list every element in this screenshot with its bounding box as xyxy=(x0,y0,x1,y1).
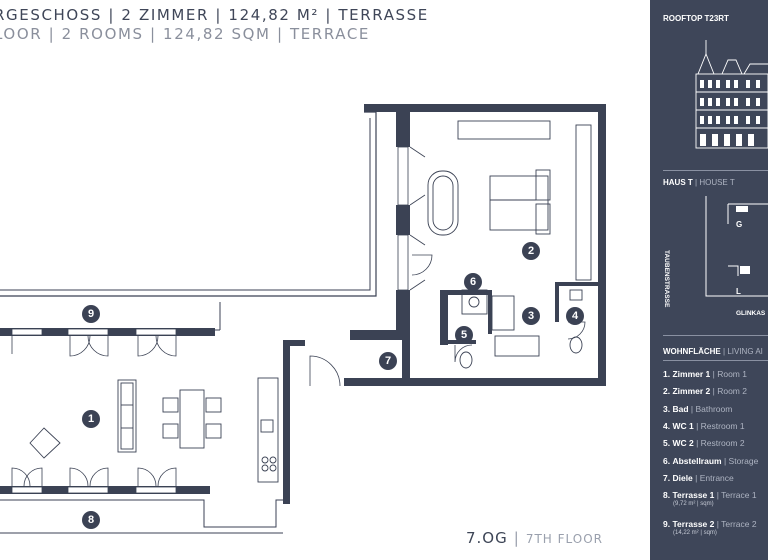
badge-restroom-1: 4 xyxy=(566,307,584,325)
room-number: 9. xyxy=(663,519,671,529)
room-name-de: WC 2 xyxy=(672,438,694,448)
room-name-de: Abstellraum xyxy=(672,456,722,466)
room-name-de: Terrasse 2 xyxy=(672,519,715,529)
badge-entrance: 7 xyxy=(379,352,397,370)
badge-terrace-1: 8 xyxy=(82,511,100,529)
house-title-de: HAUS T xyxy=(663,178,693,187)
room-name-en: | Restroom 2 xyxy=(696,438,745,448)
divider xyxy=(663,170,768,171)
room-name-de: Terrasse 1 xyxy=(672,490,715,500)
divider xyxy=(663,335,768,336)
area-title: WOHNFLÄCHE | LIVING AI xyxy=(663,347,763,356)
floor-label-separator: | xyxy=(513,529,520,547)
room-area: (14,22 m² | sqm) xyxy=(673,530,717,536)
floor-plan xyxy=(0,104,606,534)
room-number: 1. xyxy=(663,369,671,379)
header-title-en: LOOR | 2 ROOMS | 124,82 SQM | TERRACE xyxy=(0,25,370,43)
room-list-item: 1. Zimmer 1 | Room 1 xyxy=(663,369,747,379)
badge-room-2: 2 xyxy=(522,242,540,260)
badge-storage: 6 xyxy=(464,273,482,291)
room-name-en: | Room 2 xyxy=(712,386,747,396)
street-glinka: GLINKAS xyxy=(736,310,766,317)
room-number: 2. xyxy=(663,386,671,396)
floor-label: 7.OG | 7TH FLOOR xyxy=(466,529,603,547)
room-name-de: WC 1 xyxy=(672,421,694,431)
room-list-item: 2. Zimmer 2 | Room 2 xyxy=(663,386,747,396)
area-title-de: WOHNFLÄCHE xyxy=(663,347,721,356)
room-name-en: | Terrace 1 xyxy=(716,490,757,500)
room-name-de: Bad xyxy=(672,404,689,414)
room-list-item: 8. Terrasse 1 | Terrace 1(9,72 m² | sqm) xyxy=(663,490,757,507)
info-panel: ROOFTOP T23RT HAUS T | HOUSE T xyxy=(650,0,768,560)
rooftop-title: ROOFTOP T23RT xyxy=(663,14,729,23)
divider xyxy=(663,360,768,361)
badge-restroom-2: 5 xyxy=(455,326,473,344)
room-list-item: 7. Diele | Entrance xyxy=(663,473,734,483)
floor-label-de: 7.OG xyxy=(466,529,508,547)
room-name-de: Zimmer 2 xyxy=(672,386,711,396)
header-title-de: RGESCHOSS | 2 ZIMMER | 124,82 M² | TERRA… xyxy=(0,6,429,24)
room-name-de: Zimmer 1 xyxy=(672,369,711,379)
room-list-item: 6. Abstellraum | Storage xyxy=(663,456,758,466)
room-number: 7. xyxy=(663,473,671,483)
room-name-en: | Storage xyxy=(723,456,759,466)
marker-l: L xyxy=(736,287,741,296)
room-area: (9,72 m² | sqm) xyxy=(673,501,714,507)
marker-g: G xyxy=(736,220,743,229)
room-list-item: 5. WC 2 | Restroom 2 xyxy=(663,438,745,448)
room-name-de: Diele xyxy=(672,473,693,483)
site-map xyxy=(705,196,768,297)
room-name-en: | Restroom 1 xyxy=(696,421,745,431)
room-number: 5. xyxy=(663,438,671,448)
room-name-en: | Room 1 xyxy=(712,369,747,379)
street-taubenstrasse: TAUBENSTRASSE xyxy=(663,250,670,308)
room-number: 4. xyxy=(663,421,671,431)
badge-bathroom: 3 xyxy=(522,307,540,325)
room-number: 6. xyxy=(663,456,671,466)
badge-terrace-2: 9 xyxy=(82,305,100,323)
room-list-item: 3. Bad | Bathroom xyxy=(663,404,732,414)
building-illustration xyxy=(695,40,768,149)
room-list-item: 9. Terrasse 2 | Terrace 2(14,22 m² | sqm… xyxy=(663,519,757,536)
house-title: HAUS T | HOUSE T xyxy=(663,178,735,187)
area-title-en: | LIVING AI xyxy=(723,347,763,356)
room-list-item: 4. WC 1 | Restroom 1 xyxy=(663,421,745,431)
room-number: 8. xyxy=(663,490,671,500)
room-name-en: | Terrace 2 xyxy=(716,519,757,529)
room-name-en: | Entrance xyxy=(695,473,734,483)
room-number: 3. xyxy=(663,404,671,414)
room-name-en: | Bathroom xyxy=(690,404,733,414)
badge-room-1: 1 xyxy=(82,410,100,428)
floor-label-en: 7TH FLOOR xyxy=(525,532,604,546)
house-title-en: | HOUSE T xyxy=(695,178,735,187)
